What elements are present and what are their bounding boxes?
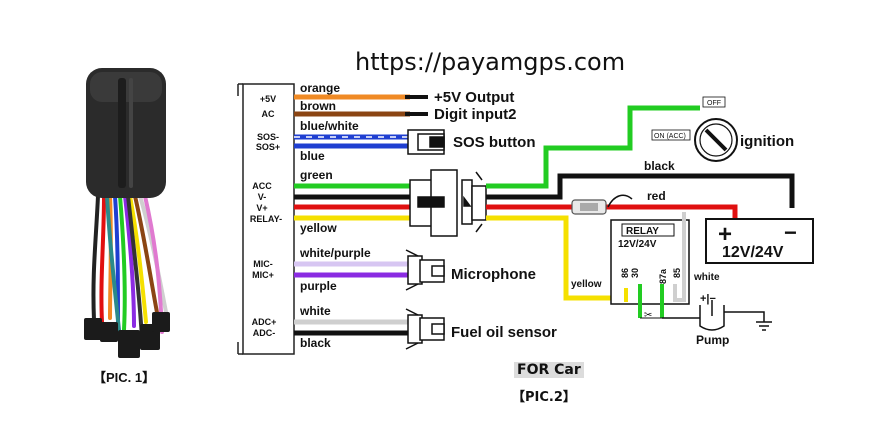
- ignition-label: ignition: [740, 133, 794, 150]
- ignition-switch-icon: [651, 96, 738, 162]
- pin-label: SOS+: [256, 142, 280, 152]
- wire-label-purple: purple: [300, 279, 337, 293]
- pin-label: +5V: [260, 94, 276, 104]
- pin-label: ADC-: [253, 328, 276, 338]
- fuel-sensor-connector-icon: [405, 308, 445, 350]
- relay-voltage: 12V/24V: [618, 239, 657, 250]
- relay-title: RELAY: [626, 226, 659, 237]
- battery-voltage: 12V/24V: [722, 244, 784, 261]
- wire-label-brown: brown: [300, 99, 336, 113]
- sos-button-label: SOS button: [453, 134, 536, 151]
- sos-button-icon: [407, 129, 445, 155]
- battery-plus: +: [718, 221, 732, 248]
- scissors-icon: ✂: [644, 310, 652, 321]
- ignition-on-label: ON (ACC): [654, 133, 686, 140]
- wire-label-white-purple: white/purple: [299, 246, 371, 260]
- wire-label-green: green: [300, 168, 333, 182]
- relay-pin-87a: 87a: [658, 268, 668, 284]
- pin-label: AC: [262, 109, 275, 119]
- right-wire-label-white: white: [693, 272, 720, 283]
- pin-label: V+: [256, 203, 267, 213]
- relay-pin-86: 86: [620, 268, 630, 278]
- diagram-caption: 【PIC.2】: [512, 390, 576, 405]
- pin-label: ACC: [252, 181, 272, 191]
- output-5v-label: +5V Output: [434, 89, 514, 106]
- right-wire-label-black: black: [644, 159, 675, 173]
- pin-label: V-: [258, 192, 267, 202]
- wire-label-white: white: [299, 304, 331, 318]
- pin-label: ADC+: [252, 317, 277, 327]
- relay-pin-85: 85: [672, 268, 682, 278]
- pump-icon: [662, 300, 772, 331]
- right-wire-label-yellow: yellow: [571, 279, 602, 290]
- battery-minus: −: [784, 220, 797, 245]
- ignition-off-label: OFF: [707, 100, 721, 107]
- pump-polarity: +|−: [700, 293, 716, 305]
- battery-icon: [705, 218, 814, 264]
- microphone-label: Microphone: [451, 266, 536, 283]
- digit-input-label: Digit input2: [434, 106, 517, 123]
- pin-label: SOS-: [257, 132, 279, 142]
- gps-tracker-device: [84, 68, 170, 358]
- for-car-label: FOR Car: [514, 362, 584, 378]
- relay-pin-30: 30: [630, 268, 640, 278]
- fuse-icon: [571, 194, 633, 215]
- website-url: https://payamgps.com: [355, 48, 626, 76]
- microphone-connector-icon: [405, 249, 445, 291]
- pin-label: MIC+: [252, 270, 274, 280]
- harness-plug-icon: [409, 169, 487, 237]
- wire-label-blue-white: blue/white: [300, 119, 359, 133]
- connector-block: [237, 83, 295, 355]
- right-wire-label-red: red: [647, 189, 666, 203]
- device-caption: 【PIC. 1】: [93, 370, 155, 385]
- wire-label-blue: blue: [300, 149, 325, 163]
- pin-label: MIC-: [253, 259, 273, 269]
- pin-label: RELAY-: [250, 214, 282, 224]
- wire-label-yellow: yellow: [300, 221, 337, 235]
- wires: [294, 94, 428, 336]
- wire-label-orange: orange: [300, 81, 340, 95]
- wire-label-black: black: [300, 336, 331, 350]
- pump-label: Pump: [696, 333, 729, 347]
- fuel-sensor-label: Fuel oil sensor: [451, 324, 557, 341]
